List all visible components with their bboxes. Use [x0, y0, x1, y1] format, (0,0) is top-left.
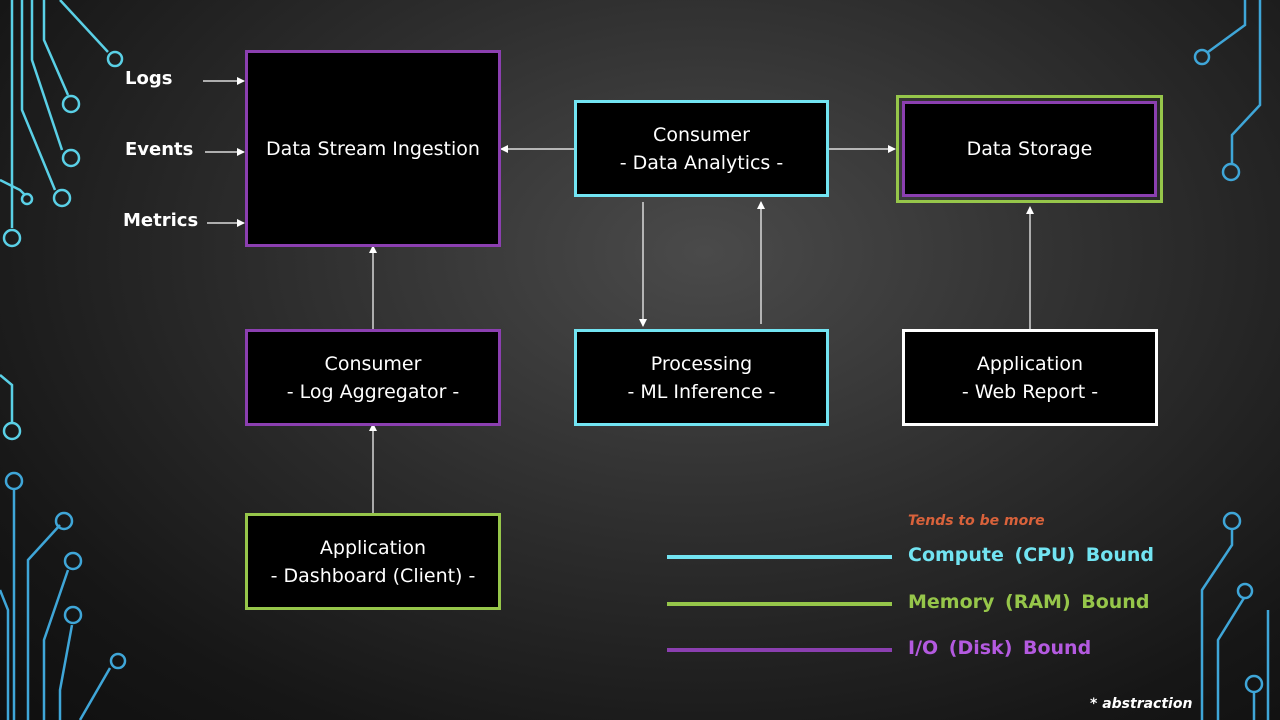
node-subtitle: - Data Analytics - [619, 151, 784, 174]
events-label: Events [125, 139, 194, 160]
legend-cpu-line [667, 555, 892, 559]
consumer-data-analytics-node: Consumer - Data Analytics - [574, 100, 829, 197]
legend-io-label: I/O (Disk) Bound [908, 637, 1092, 659]
node-title: Data Storage [966, 138, 1093, 160]
application-dashboard-node: Application - Dashboard (Client) - [245, 513, 501, 610]
legend-ram-label: Memory (RAM) Bound [908, 591, 1150, 613]
logs-label: Logs [125, 68, 173, 89]
legend-io-line [667, 648, 892, 652]
processing-ml-inference-node: Processing - ML Inference - [574, 329, 829, 426]
data-stream-ingestion-node: Data Stream Ingestion [245, 50, 501, 247]
node-title: Application [976, 352, 1084, 375]
application-web-report-node: Application - Web Report - [902, 329, 1158, 426]
node-title: Data Stream Ingestion [266, 137, 480, 160]
node-title: Consumer [324, 352, 422, 375]
legend-cpu-label: Compute (CPU) Bound [908, 544, 1154, 566]
consumer-log-aggregator-node: Consumer - Log Aggregator - [245, 329, 501, 426]
node-subtitle: - Log Aggregator - [286, 380, 460, 403]
node-title: Application [319, 536, 427, 559]
metrics-label: Metrics [123, 210, 199, 231]
node-subtitle: - Dashboard (Client) - [270, 564, 476, 587]
node-title: Consumer [653, 123, 750, 146]
legend-note: Tends to be more [908, 513, 1045, 529]
data-storage-ram-border [896, 95, 1163, 203]
node-subtitle: - Web Report - [961, 380, 1099, 403]
legend-ram-line [667, 602, 892, 606]
node-title: Processing [650, 352, 753, 375]
footnote: * abstraction [1090, 696, 1193, 712]
node-subtitle: - ML Inference - [627, 380, 776, 403]
data-storage-node: Data Storage [902, 101, 1157, 197]
